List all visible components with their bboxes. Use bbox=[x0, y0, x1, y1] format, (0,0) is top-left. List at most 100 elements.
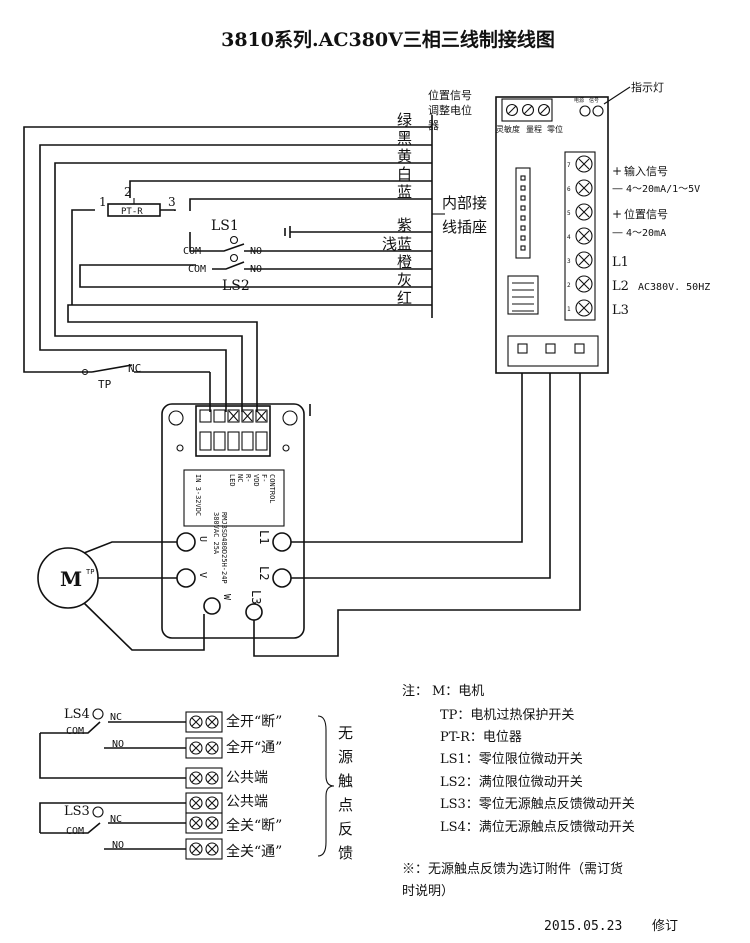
contact-screw-icon[interactable] bbox=[189, 741, 203, 755]
pot-zero-icon[interactable] bbox=[537, 103, 551, 117]
relay-block-screw bbox=[255, 431, 268, 451]
screw-terminal-4-icon[interactable] bbox=[575, 227, 593, 245]
note-item-1: M：电机 bbox=[432, 684, 484, 699]
power-terminal-block bbox=[507, 335, 599, 367]
contact-screw-icon[interactable] bbox=[205, 771, 219, 785]
pot-sensitivity-icon[interactable] bbox=[505, 103, 519, 117]
screw-terminal-7-icon[interactable] bbox=[575, 155, 593, 173]
relay-terminal-w bbox=[203, 597, 221, 615]
pot-label-line1: 位置信号 bbox=[428, 88, 472, 102]
tp-contact bbox=[91, 364, 210, 373]
note-item-2: TP：电机过热保护开关 bbox=[440, 708, 574, 723]
screw-cross bbox=[578, 206, 590, 218]
ls1-wire bbox=[189, 232, 206, 252]
ls2-actuator bbox=[229, 253, 239, 263]
dip-switch-levers bbox=[512, 282, 534, 312]
ls1-label: LS1 bbox=[211, 218, 239, 234]
wire-label-yellow: 黄 bbox=[397, 147, 412, 165]
contact-screw-icon[interactable] bbox=[189, 715, 203, 729]
contact-screw-cross bbox=[191, 798, 201, 808]
relay-terminal-l2 bbox=[272, 568, 292, 588]
notes-heading: 注： bbox=[402, 684, 428, 699]
wire-pot-1 bbox=[71, 209, 95, 305]
relay-terminal-l1 bbox=[272, 532, 292, 552]
position-signal-minus: — bbox=[612, 226, 623, 239]
screw-cross bbox=[578, 182, 590, 194]
ls2-com-label: COM bbox=[188, 264, 206, 275]
motor-label: M bbox=[60, 567, 82, 591]
pot-slots bbox=[507, 105, 549, 115]
ls3-wiring bbox=[40, 822, 186, 850]
screw-cross bbox=[578, 230, 590, 242]
power-spec: AC380V. 50HZ bbox=[638, 282, 710, 293]
screw-terminal-number: 5 bbox=[567, 210, 571, 217]
contact-screw-cross bbox=[207, 773, 217, 783]
common-wire-bottom bbox=[39, 802, 186, 833]
contact-screw-cross bbox=[191, 844, 201, 854]
contact-row-1: 全开“断” bbox=[226, 713, 282, 730]
relay-label-w: W bbox=[221, 594, 232, 601]
screw-terminal-6-icon[interactable] bbox=[575, 179, 593, 197]
relay-text-f: F- bbox=[260, 474, 268, 482]
screw-terminal-number: 4 bbox=[567, 234, 571, 241]
controller-body bbox=[495, 96, 609, 374]
relay-terminal-l3 bbox=[245, 603, 263, 621]
indicator-label: 指示灯 bbox=[631, 80, 664, 94]
relay-label-l3: L3 bbox=[249, 590, 263, 604]
power-l3-label: L3 bbox=[612, 303, 629, 318]
wire-black bbox=[39, 144, 432, 408]
relay-mount-hole-tr bbox=[282, 410, 298, 426]
wire-pot-3 bbox=[160, 209, 176, 211]
contact-screw-icon[interactable] bbox=[189, 771, 203, 785]
relay-label-plate bbox=[183, 469, 285, 527]
contact-screw-icon[interactable] bbox=[205, 842, 219, 856]
contact-terminal-row-3 bbox=[185, 767, 223, 789]
contact-screw-icon[interactable] bbox=[189, 796, 203, 810]
screw-terminal-number: 6 bbox=[567, 186, 571, 193]
relay-input-drops bbox=[209, 404, 258, 412]
contact-screw-icon[interactable] bbox=[189, 842, 203, 856]
screw-terminal-2-icon[interactable] bbox=[575, 275, 593, 293]
screw-terminal-5-icon[interactable] bbox=[575, 203, 593, 221]
contact-screw-cross bbox=[191, 743, 201, 753]
wire-gray bbox=[79, 264, 432, 288]
wire-label-blue: 蓝 bbox=[397, 183, 412, 201]
contact-screw-icon[interactable] bbox=[205, 741, 219, 755]
screw-terminal-column bbox=[564, 151, 596, 321]
contact-screw-cross bbox=[207, 743, 217, 753]
input-signal-label: 输入信号 bbox=[624, 164, 668, 178]
note-item-5: LS2：满位限位微动开关 bbox=[440, 775, 583, 790]
wire-label-black: 黑 bbox=[397, 129, 412, 147]
ls1-contact bbox=[206, 243, 246, 252]
contact-screw-icon[interactable] bbox=[205, 715, 219, 729]
screw-terminal-1-icon[interactable] bbox=[575, 299, 593, 317]
contact-row-5: 全关“断” bbox=[226, 817, 282, 834]
ls4-wiring bbox=[40, 721, 186, 749]
common-wire-top bbox=[39, 733, 186, 779]
remark-line-2: 时说明） bbox=[402, 884, 454, 899]
remark-line-1: ※：无源触点反馈为选订附件（需订货 bbox=[402, 861, 623, 877]
limit-switch-ls1: LS1 COM NO bbox=[183, 218, 262, 257]
motor: M TP bbox=[37, 541, 205, 651]
screw-terminal-3-icon[interactable] bbox=[575, 251, 593, 269]
pot-range-icon[interactable] bbox=[521, 103, 535, 117]
connector-pin bbox=[520, 225, 526, 231]
solid-state-relay: CONTROL F- VDD R- NC LED IN 3-32VDC RMJ3… bbox=[161, 403, 305, 639]
contact-screw-icon[interactable] bbox=[189, 816, 203, 830]
group-char-3: 触 bbox=[338, 772, 353, 790]
screw-cross bbox=[578, 254, 590, 266]
group-char-4: 点 bbox=[338, 796, 353, 814]
relay-text-model: RMJ3SD480D25H-24P bbox=[220, 512, 228, 584]
contact-screw-icon[interactable] bbox=[205, 796, 219, 810]
contact-screw-icon[interactable] bbox=[205, 816, 219, 830]
indicator-signal-icon bbox=[592, 105, 604, 117]
input-signal-minus: — bbox=[612, 182, 623, 195]
pot-label: PT-R bbox=[121, 207, 143, 217]
relay-label-l2: L2 bbox=[257, 566, 271, 580]
contact-screw-cross bbox=[207, 798, 217, 808]
relay-text-control: CONTROL bbox=[268, 474, 276, 504]
contact-terminal-row-6 bbox=[185, 838, 223, 860]
dip-switch[interactable] bbox=[507, 275, 539, 315]
ls4-nc-label: NC bbox=[110, 712, 122, 723]
